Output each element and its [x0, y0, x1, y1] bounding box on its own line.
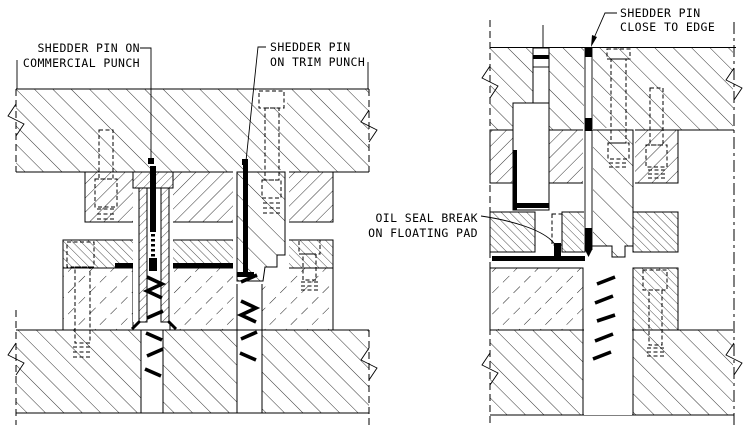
- floating-pad: [489, 211, 679, 253]
- break-symbol: [481, 65, 499, 99]
- spring-well: [236, 329, 263, 414]
- right-die-section-view: SHEDDER PIN CLOSE TO EDGE OIL SEAL BREAK…: [368, 6, 743, 426]
- punch-wall: [138, 187, 148, 323]
- left-die-section-view: SHEDDER PIN ON COMMERCIAL PUNCH SHEDDER …: [7, 40, 378, 425]
- break-symbol: [7, 103, 25, 137]
- oil-seal-pin: [551, 213, 563, 257]
- break-symbol: [725, 67, 743, 101]
- hidden-screw: [258, 90, 285, 214]
- leader-line: [593, 12, 617, 39]
- leader-dot: [148, 158, 154, 164]
- hidden-screw: [66, 241, 95, 358]
- break-symbol: [725, 342, 743, 376]
- leader-line: [245, 46, 266, 162]
- break-symbol: [481, 352, 499, 386]
- section-break-edges: [481, 20, 743, 426]
- commercial-punch: [130, 166, 178, 331]
- label-commercial-punch: SHEDDER PIN ON COMMERCIAL PUNCH: [16, 41, 154, 164]
- leader-dot: [242, 159, 248, 165]
- punch: [512, 25, 550, 211]
- hidden-screw: [606, 48, 631, 168]
- label-text: SHEDDER PIN: [270, 40, 351, 54]
- screw-head-notch: [256, 89, 287, 108]
- leader-arrow: [591, 35, 597, 47]
- break-symbol: [7, 342, 25, 376]
- label-text: SHEDDER PIN ON: [37, 41, 140, 55]
- punch-wall: [160, 187, 170, 323]
- hidden-screw: [298, 239, 321, 291]
- die-block: [489, 267, 584, 331]
- punch-holder-plate: [84, 171, 334, 223]
- shedder-pin: [150, 166, 156, 232]
- pin-flange: [237, 272, 254, 277]
- leader-line: [140, 47, 152, 160]
- lower-die-shoe: [7, 310, 378, 425]
- label-oil-seal-break: OIL SEAL BREAK ON FLOATING PAD: [368, 211, 559, 253]
- trim-punch: [233, 164, 289, 284]
- stock-strip: [492, 256, 585, 261]
- spring-well: [582, 268, 634, 415]
- upper-die-shoe: [7, 88, 378, 173]
- shedder-pin: [243, 164, 248, 274]
- break-symbol: [360, 109, 378, 143]
- hidden-screw: [645, 87, 668, 179]
- springs-right-well: [236, 273, 261, 362]
- label-trim-punch: SHEDDER PIN ON TRIM PUNCH: [242, 40, 369, 165]
- break-symbol: [360, 347, 378, 381]
- hidden-screw: [94, 129, 118, 220]
- label-close-to-edge: SHEDDER PIN CLOSE TO EDGE: [591, 6, 715, 47]
- hidden-screw: [642, 269, 668, 357]
- label-text: SHEDDER PIN: [620, 6, 701, 20]
- label-text: COMMERCIAL PUNCH: [23, 56, 140, 70]
- label-text: CLOSE TO EDGE: [620, 20, 715, 34]
- label-text: OIL SEAL BREAK: [375, 211, 478, 225]
- label-text: ON FLOATING PAD: [368, 226, 478, 240]
- die-block: [62, 267, 334, 331]
- shedder-pin-close-to-edge: [584, 48, 593, 257]
- label-text: ON TRIM PUNCH: [270, 55, 365, 69]
- die-block: [632, 267, 679, 331]
- pin-tip: [149, 258, 157, 271]
- springs: [592, 275, 616, 361]
- springs-left-well: [142, 275, 167, 378]
- leader-line: [480, 215, 559, 253]
- stock-strip: [115, 263, 237, 268]
